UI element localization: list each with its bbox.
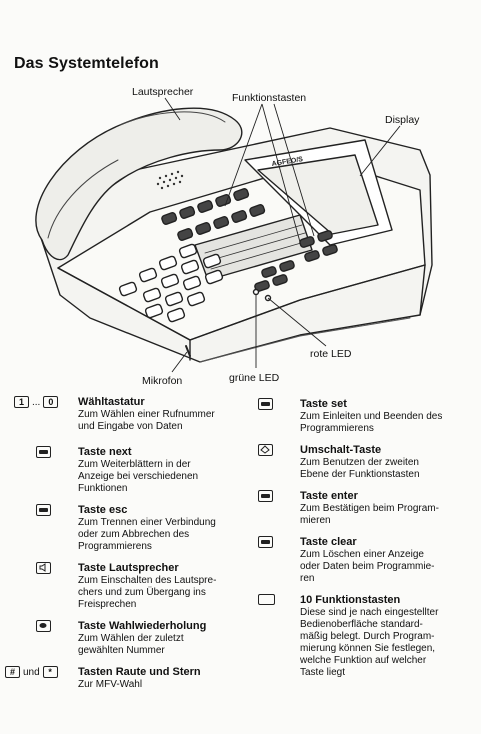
- redial-key-icon: [36, 620, 51, 632]
- ellipsis: ...: [32, 396, 41, 408]
- speaker-key-icon: [36, 562, 51, 574]
- legend-taste-set: Taste set Zum Einleiten und Beenden des …: [258, 398, 468, 435]
- legend-taste-wahlwiederholung: Taste Wahlwiederholung Zum Wählen der zu…: [14, 620, 224, 657]
- legend-taste-next: Taste next Zum Weiterblättern in der Anz…: [14, 446, 224, 495]
- key-0-icon: 0: [43, 396, 59, 408]
- star-key-icon: *: [42, 666, 58, 678]
- und-text: und: [23, 666, 40, 678]
- telephone-illustration: AGFEO/S: [35, 97, 433, 373]
- function-key-icon: [258, 594, 275, 605]
- legend-taste-lautsprecher: Taste Lautsprecher Zum Einschalten des L…: [14, 562, 224, 611]
- legend-taste-enter: Taste enter Zum Bestätigen beim Program-…: [258, 490, 468, 527]
- callout-rote-led: rote LED: [310, 348, 352, 360]
- set-key-icon: [258, 398, 273, 410]
- legend-umschalt-taste: Umschalt-Taste Zum Benutzen der zweiten …: [258, 444, 468, 481]
- hash-key-icon: #: [5, 666, 20, 678]
- legend-taste-clear: Taste clear Zum Löschen einer Anzeige od…: [258, 536, 468, 585]
- callout-display: Display: [385, 114, 420, 126]
- legend-waehltastatur: 1 ... 0 Wähltastatur Zum Wählen einer Ru…: [14, 396, 224, 433]
- next-key-icon: [36, 446, 51, 458]
- legend-funktionstasten: 10 Funktionstasten Diese sind je nach ei…: [258, 594, 468, 679]
- callout-gruene-led: grüne LED: [229, 372, 280, 384]
- callout-funktionstasten: Funktionstasten: [232, 92, 307, 104]
- legend-raute-stern: # und * Tasten Raute und Stern Zur MFV-W…: [5, 666, 215, 691]
- page-title: Das Systemtelefon: [14, 55, 159, 72]
- esc-key-icon: [36, 504, 51, 516]
- key-1-icon: 1: [14, 396, 29, 408]
- brand-logo: AGFEO/S: [271, 156, 304, 168]
- legend-taste-esc: Taste esc Zum Trennen einer Verbindung o…: [14, 504, 224, 553]
- callout-lautsprecher: Lautsprecher: [132, 86, 194, 98]
- clear-key-icon: [258, 536, 273, 548]
- callout-mikrofon: Mikrofon: [142, 375, 183, 387]
- shift-key-icon: [258, 444, 273, 456]
- legend-heading: Wähltastatur: [78, 396, 145, 408]
- enter-key-icon: [258, 490, 273, 502]
